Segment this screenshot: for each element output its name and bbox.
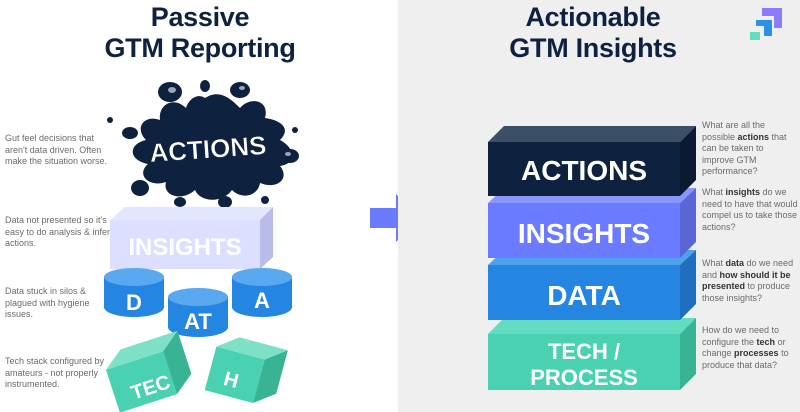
silo-cylinder-d: D [104, 268, 164, 317]
note-actions: What are all the possible actions that c… [702, 120, 787, 176]
note-insights-passive: Data not presented so it's easy to do an… [5, 215, 111, 248]
ink-splat-icon: ACTIONS [107, 80, 299, 208]
tech-fragment-right: H [204, 337, 288, 404]
svg-text:INSIGHTS: INSIGHTS [518, 218, 650, 249]
note-tech: How do we need to configure the tech or … [702, 325, 789, 370]
passive-title-line2: GTM Reporting [104, 33, 296, 63]
data-silos: D AT A [104, 268, 292, 337]
svg-text:A: A [254, 288, 270, 313]
svg-text:AT: AT [184, 309, 212, 334]
note-tech-passive: Tech stack configured by amateurs - not … [5, 356, 105, 389]
layer-tech-process: TECH / PROCESS [488, 318, 696, 390]
passive-title: Passive GTM Reporting [100, 2, 300, 64]
broken-tech-blocks: TEC H [106, 330, 288, 412]
note-insights: What insights do we need to have that wo… [702, 187, 798, 232]
svg-text:ACTIONS: ACTIONS [521, 155, 647, 186]
actionable-title: Actionable GTM Insights [483, 2, 703, 64]
silo-cylinder-at: AT [168, 288, 228, 337]
insights-faded-label: INSIGHTS [128, 234, 241, 261]
tech-fragment-left: TEC [106, 330, 192, 412]
svg-text:PROCESS: PROCESS [530, 365, 638, 390]
layer-actions: ACTIONS [488, 126, 696, 196]
note-actions-passive: Gut feel decisions that aren't data driv… [5, 133, 108, 166]
actionable-insights-panel: Actionable GTM Insights TECH / PROCESS D… [398, 0, 800, 412]
insights-faded-block: INSIGHTS [110, 207, 273, 269]
splat-label: ACTIONS [149, 130, 268, 168]
actionable-title-line2: GTM Insights [509, 33, 677, 63]
svg-text:D: D [126, 290, 142, 315]
layer-data: DATA [488, 250, 696, 320]
layer-insights: INSIGHTS [488, 188, 696, 258]
svg-text:TECH /: TECH / [548, 339, 620, 364]
note-data: What data do we need and how should it b… [702, 258, 794, 303]
silo-cylinder-a: A [232, 268, 292, 317]
note-data-passive: Data stuck in silos & plagued with hygie… [5, 286, 90, 319]
passive-title-line1: Passive [150, 2, 250, 32]
passive-reporting-panel: Passive GTM Reporting Gut feel decisions… [0, 0, 398, 412]
svg-text:H: H [221, 368, 241, 393]
actionable-title-line1: Actionable [525, 2, 661, 32]
layer-stack: TECH / PROCESS DATA INSIGHTS ACTIONS [488, 126, 696, 390]
svg-text:DATA: DATA [547, 280, 621, 311]
stacked-squares-logo-icon [750, 8, 782, 40]
